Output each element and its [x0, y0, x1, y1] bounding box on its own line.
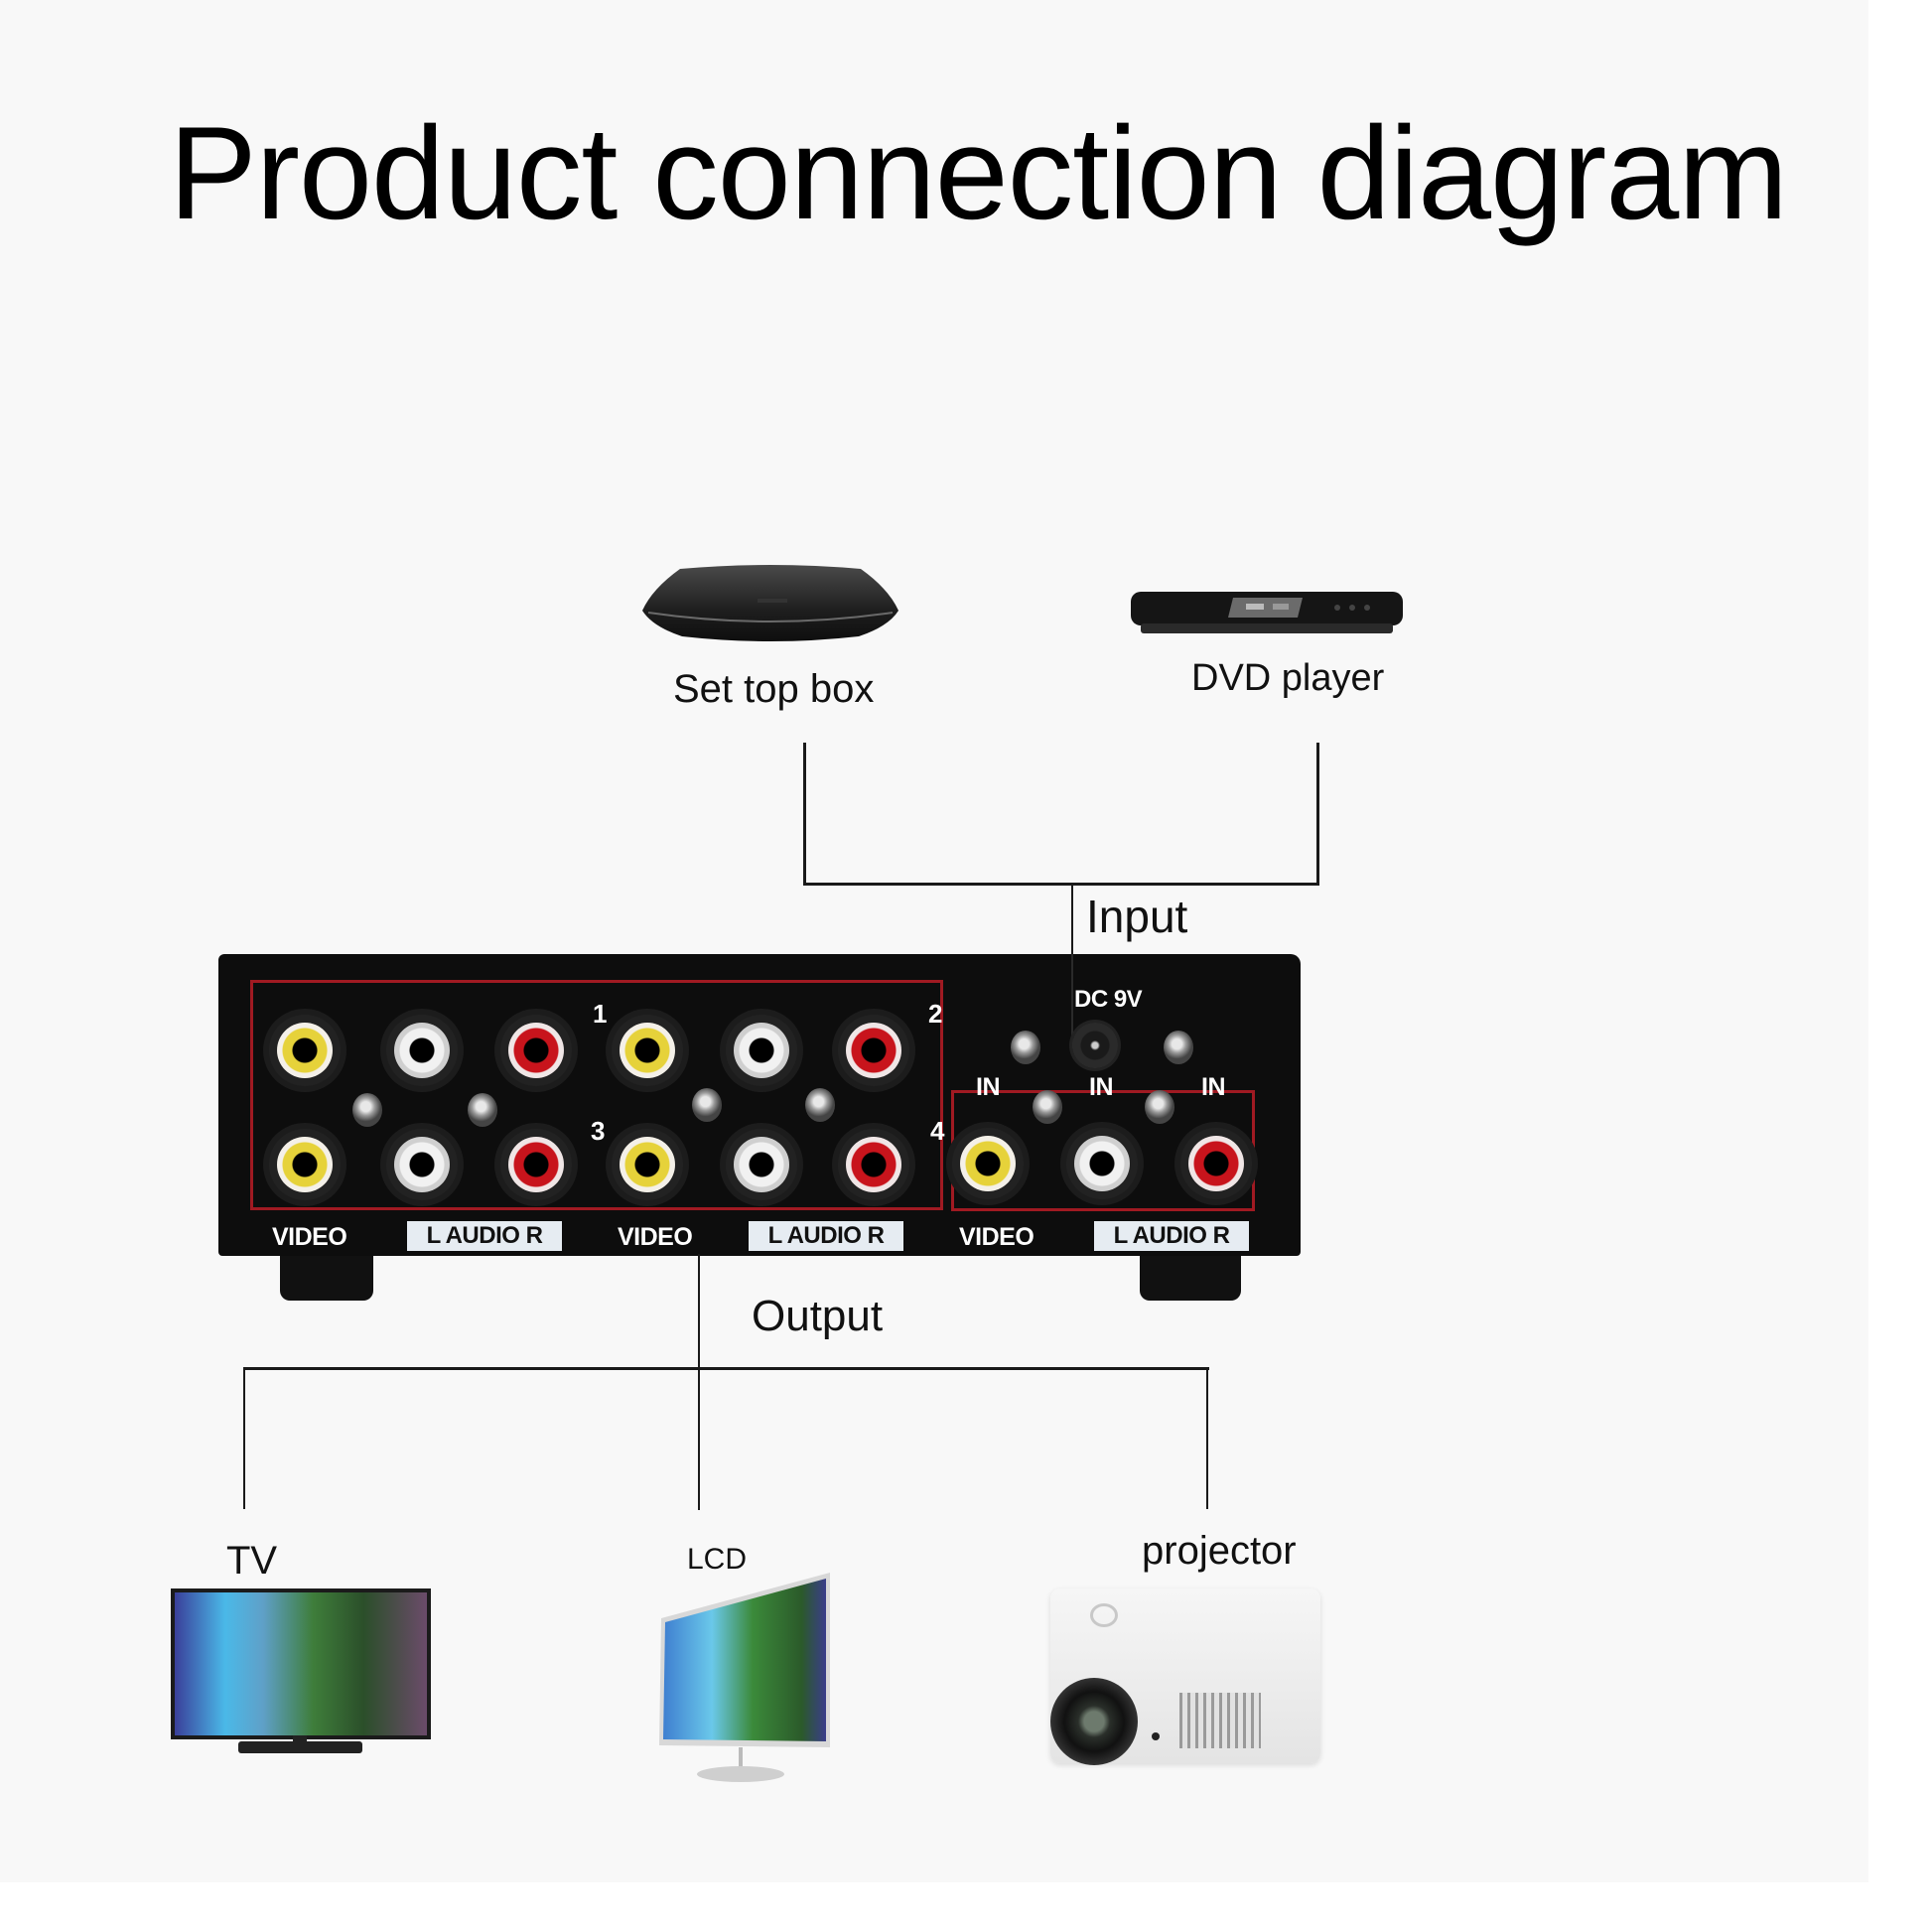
right-foot [1140, 1249, 1241, 1301]
screw-icon [352, 1093, 382, 1127]
set-top-box-connector-line [803, 743, 806, 886]
screw-icon [805, 1088, 835, 1122]
group-2-video-label: VIDEO [618, 1223, 693, 1251]
tv-stand-neck [293, 1735, 307, 1745]
projector-power-button [1090, 1603, 1118, 1627]
output-ports-frame [250, 980, 943, 1210]
input-feed-line [1071, 883, 1073, 957]
dvd-player-connector-line [1316, 743, 1319, 886]
input-audio-right-label: IN [1201, 1073, 1226, 1101]
output-3-audio-right-jack[interactable] [500, 1129, 572, 1200]
screw-icon [692, 1088, 722, 1122]
dvd-player-icon [1129, 588, 1405, 637]
output-2-audio-right-jack[interactable] [838, 1015, 909, 1086]
set-top-box-label: Set top box [673, 667, 875, 711]
output-3-video-jack[interactable] [269, 1129, 341, 1200]
tv-connector-line [243, 1367, 245, 1509]
projector-lens [1050, 1678, 1138, 1765]
output-feed-line [698, 1254, 700, 1510]
port-number-1: 1 [593, 999, 608, 1029]
port-number-2: 2 [928, 999, 943, 1029]
diagram-canvas [0, 0, 1868, 1882]
output-2-audio-left-jack[interactable] [726, 1015, 797, 1086]
port-number-3: 3 [591, 1116, 606, 1146]
group-1-video-label: VIDEO [272, 1223, 347, 1251]
input-bus-line [803, 883, 1319, 886]
dc-power-jack[interactable] [1072, 1023, 1118, 1068]
input-audio-right-jack[interactable] [1180, 1128, 1252, 1199]
screw-icon [1164, 1031, 1193, 1064]
tv-label: TV [226, 1539, 278, 1583]
input-video-label: IN [976, 1073, 1001, 1101]
output-bus-line [243, 1367, 1209, 1370]
projector-label: projector [1142, 1529, 1297, 1573]
group-1-audio-label: L AUDIO R [407, 1221, 562, 1251]
output-4-video-jack[interactable] [612, 1129, 683, 1200]
page-title: Product connection diagram [169, 100, 1788, 247]
screw-icon [468, 1093, 497, 1127]
output-1-audio-left-jack[interactable] [386, 1015, 458, 1086]
set-top-box-icon [640, 561, 900, 648]
input-video-jack[interactable] [952, 1128, 1024, 1199]
input-audio-left-jack[interactable] [1066, 1128, 1138, 1199]
group-3-video-label: VIDEO [959, 1223, 1035, 1251]
output-3-audio-left-jack[interactable] [386, 1129, 458, 1200]
output-label: Output [752, 1292, 884, 1340]
projector-connector-line [1206, 1367, 1208, 1509]
screw-icon [1033, 1090, 1062, 1124]
dc-power-label: DC 9V [1074, 986, 1143, 1013]
screw-icon [1145, 1090, 1174, 1124]
group-2-audio-label: L AUDIO R [749, 1221, 903, 1251]
input-label: Input [1086, 891, 1188, 942]
tv-stand [238, 1741, 362, 1753]
box-seam [1071, 954, 1073, 1048]
screw-icon [1011, 1031, 1040, 1064]
projector-vent [1179, 1693, 1261, 1748]
output-2-video-jack[interactable] [612, 1015, 683, 1086]
lcd-label: LCD [687, 1543, 748, 1576]
projector-sensor [1152, 1732, 1160, 1740]
group-3-audio-label: L AUDIO R [1094, 1221, 1249, 1251]
left-foot [280, 1249, 373, 1301]
av-switch-box [218, 954, 1301, 1256]
output-4-audio-left-jack[interactable] [726, 1129, 797, 1200]
input-audio-left-label: IN [1089, 1073, 1114, 1101]
output-4-audio-right-jack[interactable] [838, 1129, 909, 1200]
port-number-4: 4 [930, 1116, 945, 1146]
tv-icon [171, 1588, 431, 1739]
dvd-player-label: DVD player [1191, 657, 1385, 699]
output-1-audio-right-jack[interactable] [500, 1015, 572, 1086]
lcd-monitor-icon [655, 1571, 834, 1784]
input-ports-frame [951, 1090, 1255, 1211]
output-1-video-jack[interactable] [269, 1015, 341, 1086]
